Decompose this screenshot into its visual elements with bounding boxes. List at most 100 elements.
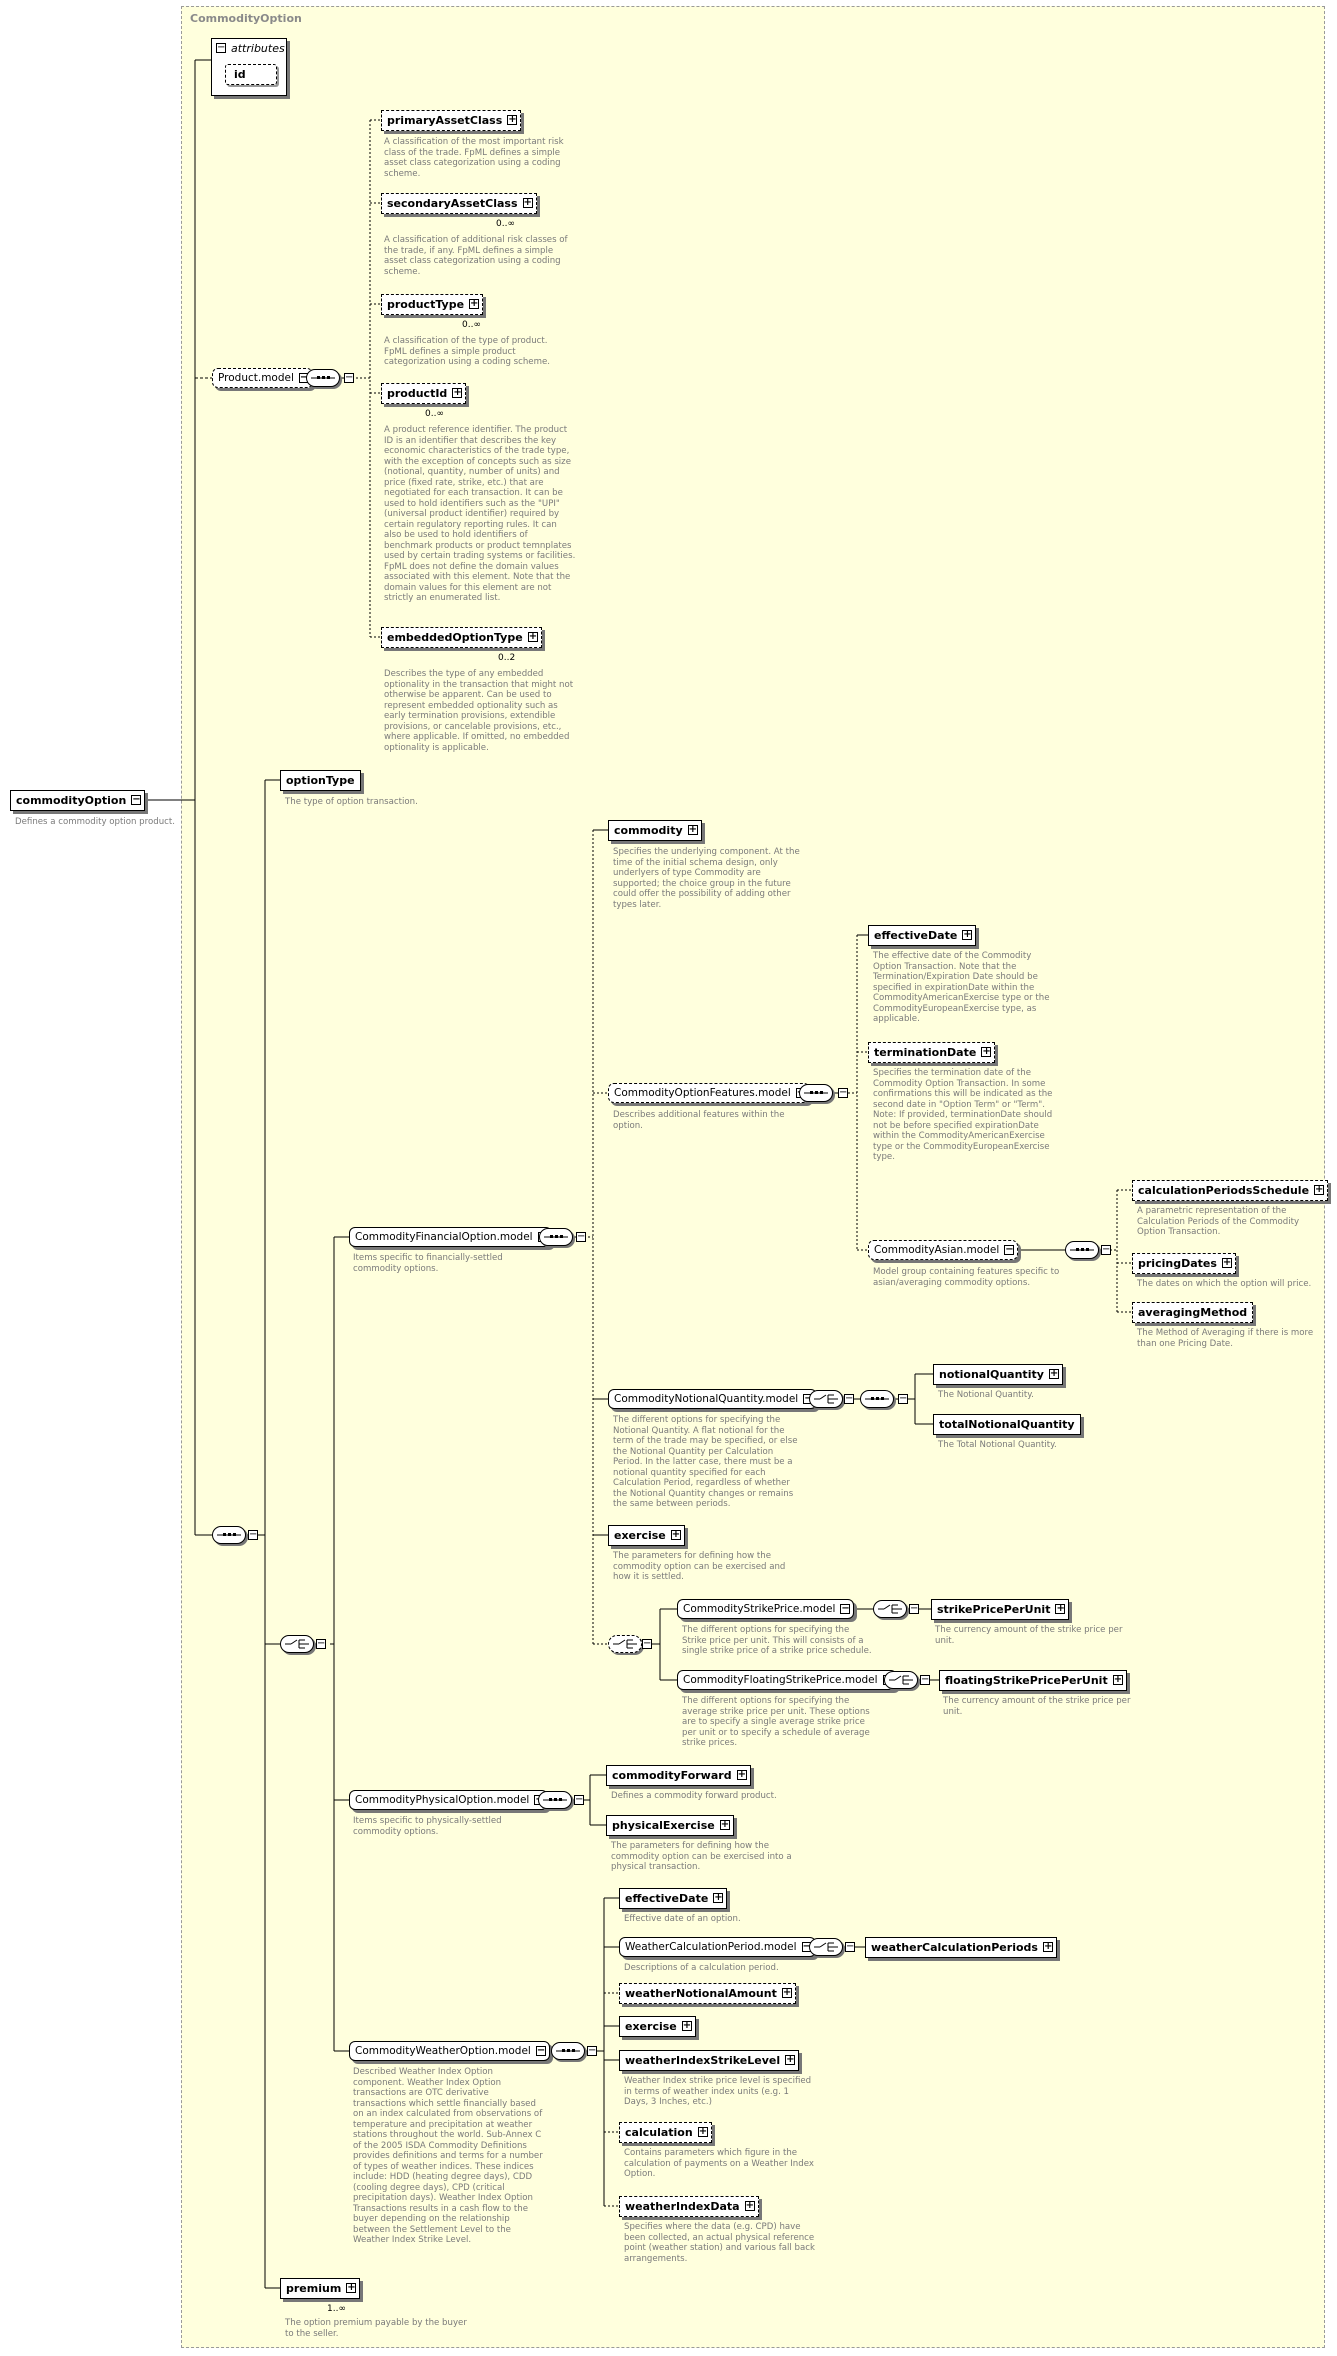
expand-icon[interactable]: +: [736, 1769, 747, 1780]
sequence-compositor[interactable]: [306, 369, 340, 387]
expand-icon[interactable]: +: [687, 824, 698, 835]
financial-sequence-collapse-icon[interactable]: −: [576, 1231, 586, 1242]
expand-icon[interactable]: +: [1055, 1603, 1066, 1614]
group-commodity-financial-option[interactable]: CommodityFinancialOption.model−: [349, 1227, 552, 1247]
expand-icon[interactable]: +: [719, 1819, 730, 1830]
element-embeddedOptionType[interactable]: embeddedOptionType+: [377, 623, 542, 648]
floating-inner-collapse-icon[interactable]: −: [920, 1674, 930, 1685]
expand-icon[interactable]: +: [681, 2020, 692, 2031]
element-terminationDate[interactable]: terminationDate+: [868, 1042, 996, 1063]
root-element-commodityOption[interactable]: commodityOption−: [10, 790, 146, 811]
choice-collapse-icon[interactable]: −: [316, 1638, 326, 1649]
element-optionType[interactable]: optionType: [280, 770, 361, 791]
notional-sequence-compositor[interactable]: [860, 1390, 894, 1408]
element-weatherIndexData[interactable]: weatherIndexData+: [619, 2196, 759, 2217]
expand-icon[interactable]: +: [1314, 1184, 1325, 1195]
weather-sequence-compositor[interactable]: [551, 2042, 585, 2060]
expand-icon[interactable]: +: [469, 298, 480, 309]
element-weather-exercise[interactable]: exercise+: [619, 2016, 696, 2037]
notional-choice-collapse-icon[interactable]: −: [844, 1393, 854, 1404]
element-strikePricePerUnit[interactable]: strikePricePerUnit+: [931, 1599, 1070, 1620]
element-exercise[interactable]: exercise+: [608, 1525, 685, 1546]
weather-calc-collapse-icon[interactable]: −: [845, 1941, 855, 1952]
element-weather-effectiveDate[interactable]: effectiveDate+: [619, 1888, 728, 1909]
element-notionalQuantity[interactable]: notionalQuantity+: [933, 1364, 1063, 1385]
expand-icon[interactable]: +: [1042, 1941, 1053, 1952]
group-commodity-floating-strike-price[interactable]: CommodityFloatingStrikePrice.model−: [677, 1670, 897, 1690]
group-commodity-notional-quantity[interactable]: CommodityNotionalQuantity.model−: [608, 1389, 818, 1409]
expand-icon[interactable]: +: [781, 1987, 792, 1998]
element-averagingMethod[interactable]: averagingMethod: [1132, 1302, 1254, 1323]
collapse-icon[interactable]: −: [1004, 1244, 1015, 1255]
element-calculationPeriodsSchedule[interactable]: calculationPeriodsSchedule+: [1132, 1180, 1329, 1201]
strike-inner-choice-compositor[interactable]: [873, 1600, 907, 1618]
element-commodity[interactable]: commodity+: [608, 820, 702, 841]
sequence-collapse-icon[interactable]: −: [344, 372, 354, 383]
physical-sequence-compositor[interactable]: [538, 1791, 572, 1809]
element-calculation[interactable]: calculation+: [619, 2122, 712, 2143]
group-weather-calculation-period[interactable]: WeatherCalculationPeriod.model−: [619, 1937, 816, 1957]
notional-choice-compositor[interactable]: [809, 1390, 843, 1408]
expand-icon[interactable]: +: [962, 929, 973, 940]
element-secondaryAssetClass[interactable]: secondaryAssetClass+: [377, 189, 537, 214]
group-product-model[interactable]: Product.model−: [212, 368, 313, 388]
expand-icon[interactable]: +: [1221, 1257, 1232, 1268]
weather-calcPeriod-description: Descriptions of a calculation period.: [624, 1963, 779, 1973]
averagingMethod-description: The Method of Averaging if there is more…: [1137, 1328, 1314, 1349]
group-commodity-option-features[interactable]: CommodityOptionFeatures.model−: [608, 1083, 810, 1103]
collapse-icon[interactable]: −: [131, 794, 142, 805]
group-commodity-strike-price[interactable]: CommodityStrikePrice.model−: [677, 1599, 855, 1619]
group-commodity-physical-option[interactable]: CommodityPhysicalOption.model−: [349, 1790, 549, 1810]
element-weatherNotionalAmount[interactable]: weatherNotionalAmount+: [619, 1983, 796, 2004]
element-primaryAssetClass[interactable]: primaryAssetClass+: [381, 110, 522, 131]
features-sequence-compositor[interactable]: [799, 1084, 833, 1102]
expand-icon[interactable]: +: [1112, 1674, 1123, 1685]
strike-choice-collapse-icon[interactable]: −: [642, 1638, 652, 1649]
group-commodity-asian[interactable]: CommodityAsian.model−: [868, 1240, 1019, 1260]
expand-icon[interactable]: +: [670, 1529, 681, 1540]
expand-icon[interactable]: +: [346, 2282, 357, 2293]
attribute-id[interactable]: id: [225, 64, 277, 85]
productId-cardinality: 0..∞: [425, 409, 444, 419]
main-sequence-collapse-icon[interactable]: −: [248, 1529, 258, 1540]
asian-sequence-compositor[interactable]: [1065, 1241, 1099, 1259]
expand-icon[interactable]: +: [527, 631, 538, 642]
element-effectiveDate[interactable]: effectiveDate+: [868, 925, 977, 946]
expand-icon[interactable]: +: [522, 197, 533, 208]
element-productId[interactable]: productId+: [376, 379, 467, 404]
floating-inner-choice-compositor[interactable]: [884, 1671, 918, 1689]
element-productType[interactable]: productType+: [376, 290, 484, 315]
element-physicalExercise[interactable]: physicalExercise+: [606, 1815, 734, 1836]
expand-icon[interactable]: +: [713, 1892, 724, 1903]
element-premium[interactable]: premium+: [275, 2274, 361, 2299]
expand-icon[interactable]: +: [981, 1046, 992, 1057]
collapse-icon[interactable]: −: [840, 1603, 851, 1614]
expand-icon[interactable]: +: [452, 387, 463, 398]
element-floatingStrikePricePerUnit[interactable]: floatingStrikePricePerUnit+: [939, 1670, 1127, 1691]
collapse-icon[interactable]: −: [535, 2045, 546, 2056]
choice-compositor[interactable]: [280, 1635, 314, 1653]
element-weatherCalculationPeriods[interactable]: weatherCalculationPeriods+: [865, 1937, 1057, 1958]
features-sequence-collapse-icon[interactable]: −: [838, 1087, 848, 1098]
financial-sequence-compositor[interactable]: [539, 1228, 573, 1246]
strike-choice-compositor[interactable]: [608, 1635, 642, 1653]
expand-icon[interactable]: +: [1048, 1368, 1059, 1379]
expand-icon[interactable]: +: [744, 2200, 755, 2211]
weather-sequence-collapse-icon[interactable]: −: [587, 2045, 597, 2056]
expand-icon[interactable]: +: [507, 114, 518, 125]
expand-icon[interactable]: +: [785, 2054, 796, 2065]
notional-sequence-collapse-icon[interactable]: −: [898, 1393, 908, 1404]
expand-icon[interactable]: +: [697, 2126, 708, 2137]
element-commodityForward[interactable]: commodityForward+: [606, 1765, 751, 1786]
group-commodity-weather-option[interactable]: CommodityWeatherOption.model−: [349, 2041, 550, 2061]
strike-inner-collapse-icon[interactable]: −: [909, 1603, 919, 1614]
physical-sequence-collapse-icon[interactable]: −: [574, 1794, 584, 1805]
element-weatherIndexStrikeLevel[interactable]: weatherIndexStrikeLevel+: [619, 2050, 800, 2071]
weather-calc-choice-compositor[interactable]: [809, 1938, 843, 1956]
main-sequence-compositor[interactable]: [212, 1526, 246, 1544]
element-pricingDates[interactable]: pricingDates+: [1132, 1253, 1236, 1274]
attributes-collapse-icon[interactable]: −: [216, 42, 226, 53]
element-totalNotionalQuantity[interactable]: totalNotionalQuantity: [933, 1414, 1081, 1435]
asian-sequence-collapse-icon[interactable]: −: [1101, 1244, 1111, 1255]
